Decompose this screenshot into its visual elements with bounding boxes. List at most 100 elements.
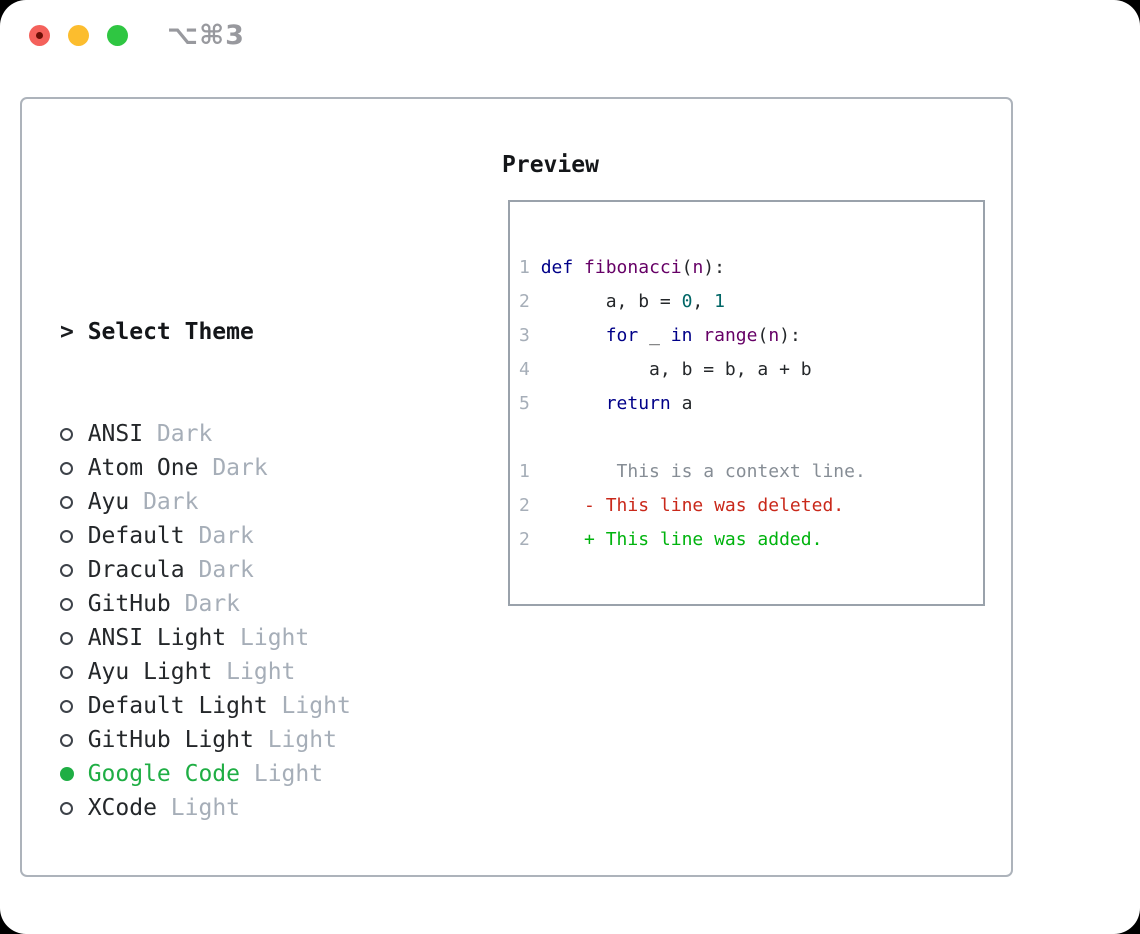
- radio-unselected-icon: [60, 597, 73, 611]
- code-token: + This line was added.: [540, 529, 823, 550]
- radio-unselected-icon: [60, 427, 73, 441]
- minimize-button[interactable]: [68, 25, 89, 46]
- window-title-shortcut: ⌥⌘3: [167, 20, 245, 51]
- close-button[interactable]: [29, 25, 50, 46]
- theme-option-ansi-light[interactable]: ANSI Light Light: [60, 621, 448, 655]
- theme-option-default[interactable]: Default Dark: [60, 519, 448, 553]
- code-token: 0: [681, 291, 693, 312]
- option-variant-label: Light: [226, 625, 310, 651]
- code-token: n: [692, 257, 704, 278]
- radio-unselected-icon: [60, 495, 73, 509]
- option-label: GitHub: [87, 591, 171, 617]
- theme-option-default-light[interactable]: Default Light Light: [60, 689, 448, 723]
- theme-option-ayu-light[interactable]: Ayu Light Light: [60, 655, 448, 689]
- option-label: Ayu Light: [87, 659, 213, 685]
- option-label: ANSI: [87, 421, 144, 447]
- code-token: ):: [703, 257, 725, 278]
- theme-option-github-light[interactable]: GitHub Light Light: [60, 723, 448, 757]
- code-line: 2 - This line was deleted.: [519, 489, 866, 523]
- code-token: n: [768, 325, 780, 346]
- code-token: ,: [692, 291, 715, 312]
- code-token: [541, 393, 606, 414]
- code-token: def: [540, 257, 574, 278]
- code-token: for: [605, 325, 639, 346]
- option-label: Google Code: [87, 761, 241, 787]
- theme-option-dracula[interactable]: Dracula Dark: [60, 553, 448, 587]
- radio-unselected-icon: [60, 461, 73, 475]
- option-variant-label: Light: [240, 761, 324, 787]
- zoom-button[interactable]: [107, 25, 128, 46]
- spacer: [60, 893, 448, 927]
- option-variant-label: Light: [253, 727, 337, 753]
- option-variant-label: Dark: [129, 489, 199, 515]
- preview-box: [508, 200, 985, 606]
- option-label: Default: [87, 523, 185, 549]
- theme-option-github[interactable]: GitHub Dark: [60, 587, 448, 621]
- option-label: Ayu: [87, 489, 130, 515]
- code-token: This is a context line.: [540, 461, 866, 482]
- option-variant-label: Dark: [198, 455, 268, 481]
- line-number: 3: [519, 325, 541, 346]
- option-variant-label: Light: [156, 795, 241, 821]
- code-token: return: [605, 393, 671, 414]
- code-line: 3 for _ in range(n):: [519, 319, 866, 353]
- theme-option-xcode[interactable]: XCode Light: [60, 791, 448, 825]
- radio-selected-icon: [60, 767, 74, 781]
- code-token: range: [703, 325, 758, 346]
- code-line: 5 return a: [519, 387, 866, 421]
- select-theme-title: Select Theme: [87, 319, 254, 345]
- line-number: 4: [519, 359, 541, 380]
- line-number: 1: [519, 461, 541, 482]
- line-number: 2: [519, 291, 541, 312]
- preview-title: Preview: [502, 152, 599, 178]
- option-variant-label: Dark: [184, 523, 254, 549]
- option-label: Atom One: [87, 455, 199, 481]
- code-token: fibonacci: [584, 257, 682, 278]
- option-variant-label: Light: [212, 659, 296, 685]
- code-token: (: [757, 325, 769, 346]
- radio-unselected-icon: [60, 801, 73, 815]
- radio-unselected-icon: [60, 529, 73, 543]
- code-token: a, b = b, a + b: [540, 359, 812, 380]
- option-label: Dracula: [87, 557, 185, 583]
- code-token: [541, 325, 606, 346]
- option-label: Default Light: [87, 693, 268, 719]
- code-line: 1 This is a context line.: [519, 455, 866, 489]
- code-line: 2 a, b = 0, 1: [519, 285, 866, 319]
- code-line: 1 def fibonacci(n):: [519, 251, 866, 285]
- option-variant-label: Dark: [143, 421, 213, 447]
- radio-unselected-icon: [60, 631, 73, 645]
- code-token: a, b =: [540, 291, 682, 312]
- radio-unselected-icon: [60, 563, 73, 577]
- code-line: 4 a, b = b, a + b: [519, 353, 866, 387]
- code-token: [692, 325, 703, 346]
- code-token: 1: [714, 291, 725, 312]
- theme-option-google-code[interactable]: Google Code Light: [60, 757, 448, 791]
- radio-unselected-icon: [60, 699, 73, 713]
- code-token: [573, 257, 584, 278]
- code-token: ):: [779, 325, 801, 346]
- theme-option-ayu[interactable]: Ayu Dark: [60, 485, 448, 519]
- select-theme-header: > Select Theme: [60, 315, 448, 349]
- line-number: 5: [519, 393, 541, 414]
- theme-option-atom-one[interactable]: Atom One Dark: [60, 451, 448, 485]
- option-label: XCode: [87, 795, 157, 821]
- code-line: [519, 421, 866, 455]
- option-variant-label: Dark: [184, 557, 254, 583]
- code-line: 2 + This line was added.: [519, 523, 866, 557]
- line-number: 2: [519, 495, 541, 516]
- radio-unselected-icon: [60, 733, 73, 747]
- line-number: 1: [519, 257, 541, 278]
- option-label: ANSI Light: [87, 625, 227, 651]
- theme-option-ansi[interactable]: ANSI Dark: [60, 417, 448, 451]
- code-token: in: [670, 325, 693, 346]
- line-number: 2: [519, 529, 541, 550]
- cursor-icon: >: [60, 319, 74, 345]
- option-variant-label: Light: [267, 693, 351, 719]
- code-token: _: [638, 325, 671, 346]
- code-token: - This line was deleted.: [540, 495, 845, 516]
